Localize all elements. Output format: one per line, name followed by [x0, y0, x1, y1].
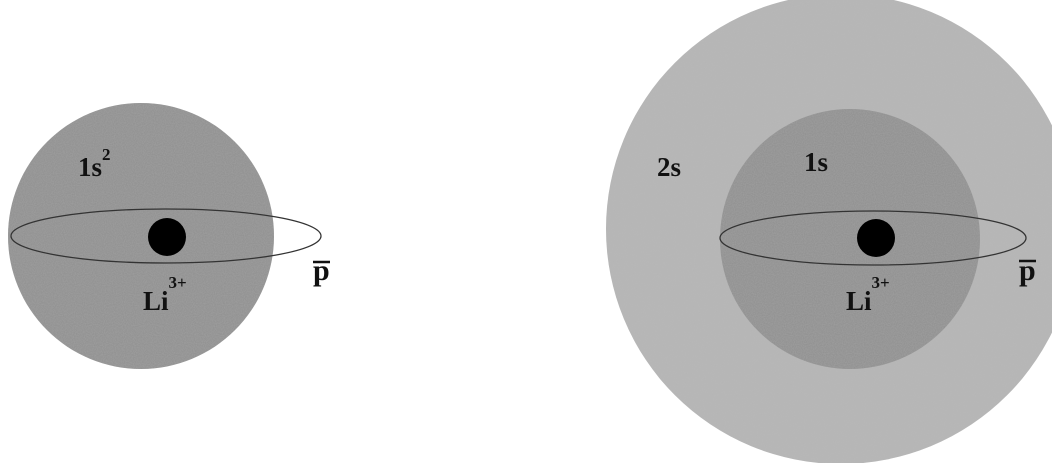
right-1s-shell: [720, 109, 980, 369]
right-atom: 2s 1s Li3+ p: [606, 0, 1052, 463]
left-atom: 1s2 Li3+ p: [8, 103, 330, 369]
left-antiproton-label-group: p: [313, 254, 330, 287]
left-nucleus-label-superscript: 3+: [169, 273, 187, 292]
right-antiproton-label: p: [1019, 254, 1036, 287]
left-shell-label-main: 1s: [78, 152, 102, 182]
right-inner-shell-label: 1s: [804, 147, 828, 177]
right-antiproton-label-group: p: [1019, 254, 1036, 287]
left-1s-shell: [8, 103, 274, 369]
right-nucleus: [857, 219, 895, 257]
left-antiproton-label: p: [313, 254, 330, 287]
left-nucleus-label-main: Li: [143, 286, 169, 316]
right-outer-shell-label: 2s: [657, 152, 681, 182]
right-nucleus-label-main: Li: [846, 286, 872, 316]
left-shell-label-superscript: 2: [102, 145, 111, 164]
left-nucleus: [148, 218, 186, 256]
right-nucleus-label-superscript: 3+: [872, 273, 890, 292]
